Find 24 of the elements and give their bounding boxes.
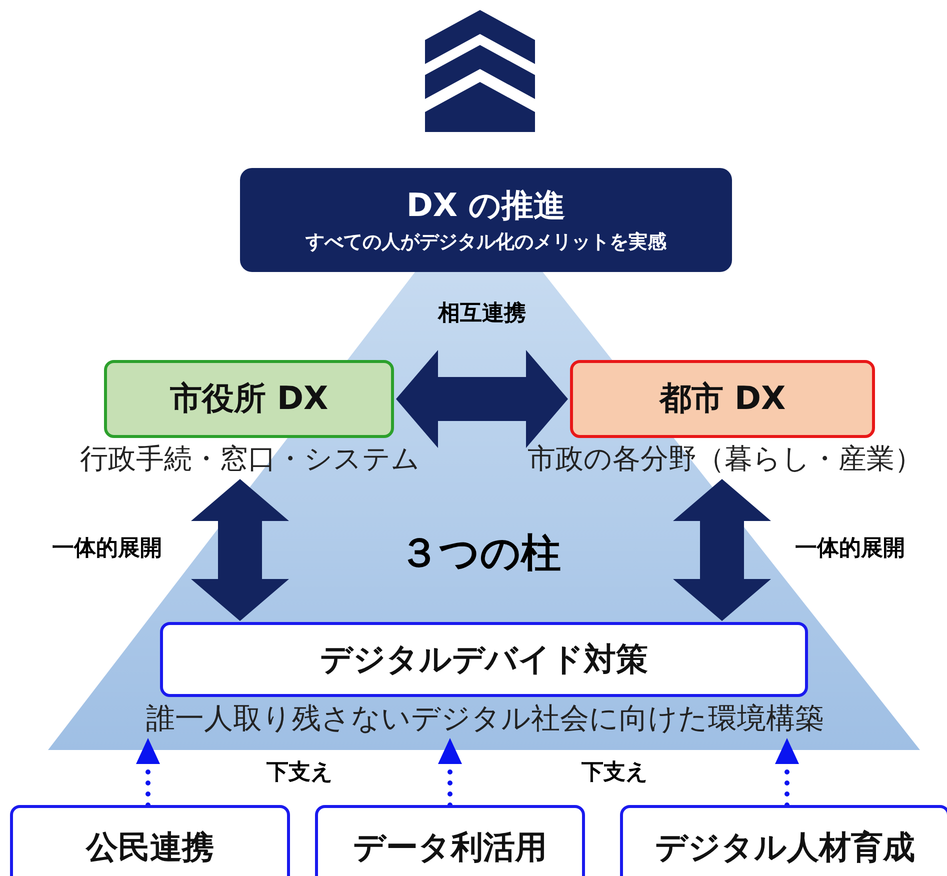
pillar-box: デジタルデバイド対策	[160, 622, 808, 697]
support-label: 下支え	[266, 759, 334, 787]
heading-box	[240, 168, 732, 272]
edge-label: 一体的展開	[52, 535, 162, 563]
node-label: 行政手続・窓口・システム	[79, 441, 421, 477]
heading-subtitle: すべての人がデジタル化のメリットを実感	[306, 230, 666, 255]
heading-title: DX の推進	[406, 185, 566, 226]
node-label: 市政の各分野（暮らし・産業）	[526, 441, 924, 477]
arrow	[673, 479, 771, 621]
arrow	[438, 738, 462, 808]
pillar-box: 市役所 DX	[104, 360, 394, 438]
arrow	[136, 738, 160, 808]
support-label: 下支え	[582, 759, 648, 787]
support-box: デジタル人材育成	[620, 805, 947, 876]
node-label: 誰一人取り残さないデジタル社会に向けた環境構築	[145, 700, 825, 737]
pillar-box: 都市 DX	[570, 360, 875, 438]
support-box: 公民連携	[10, 805, 290, 876]
center-label: ３つの柱	[399, 530, 561, 578]
support-box: データ利活用	[315, 805, 585, 876]
edge-label: 相互連携	[438, 300, 526, 328]
edge-label: 一体的展開	[795, 535, 905, 563]
arrow	[191, 479, 289, 621]
arrow	[396, 350, 568, 448]
arrow	[775, 738, 799, 808]
